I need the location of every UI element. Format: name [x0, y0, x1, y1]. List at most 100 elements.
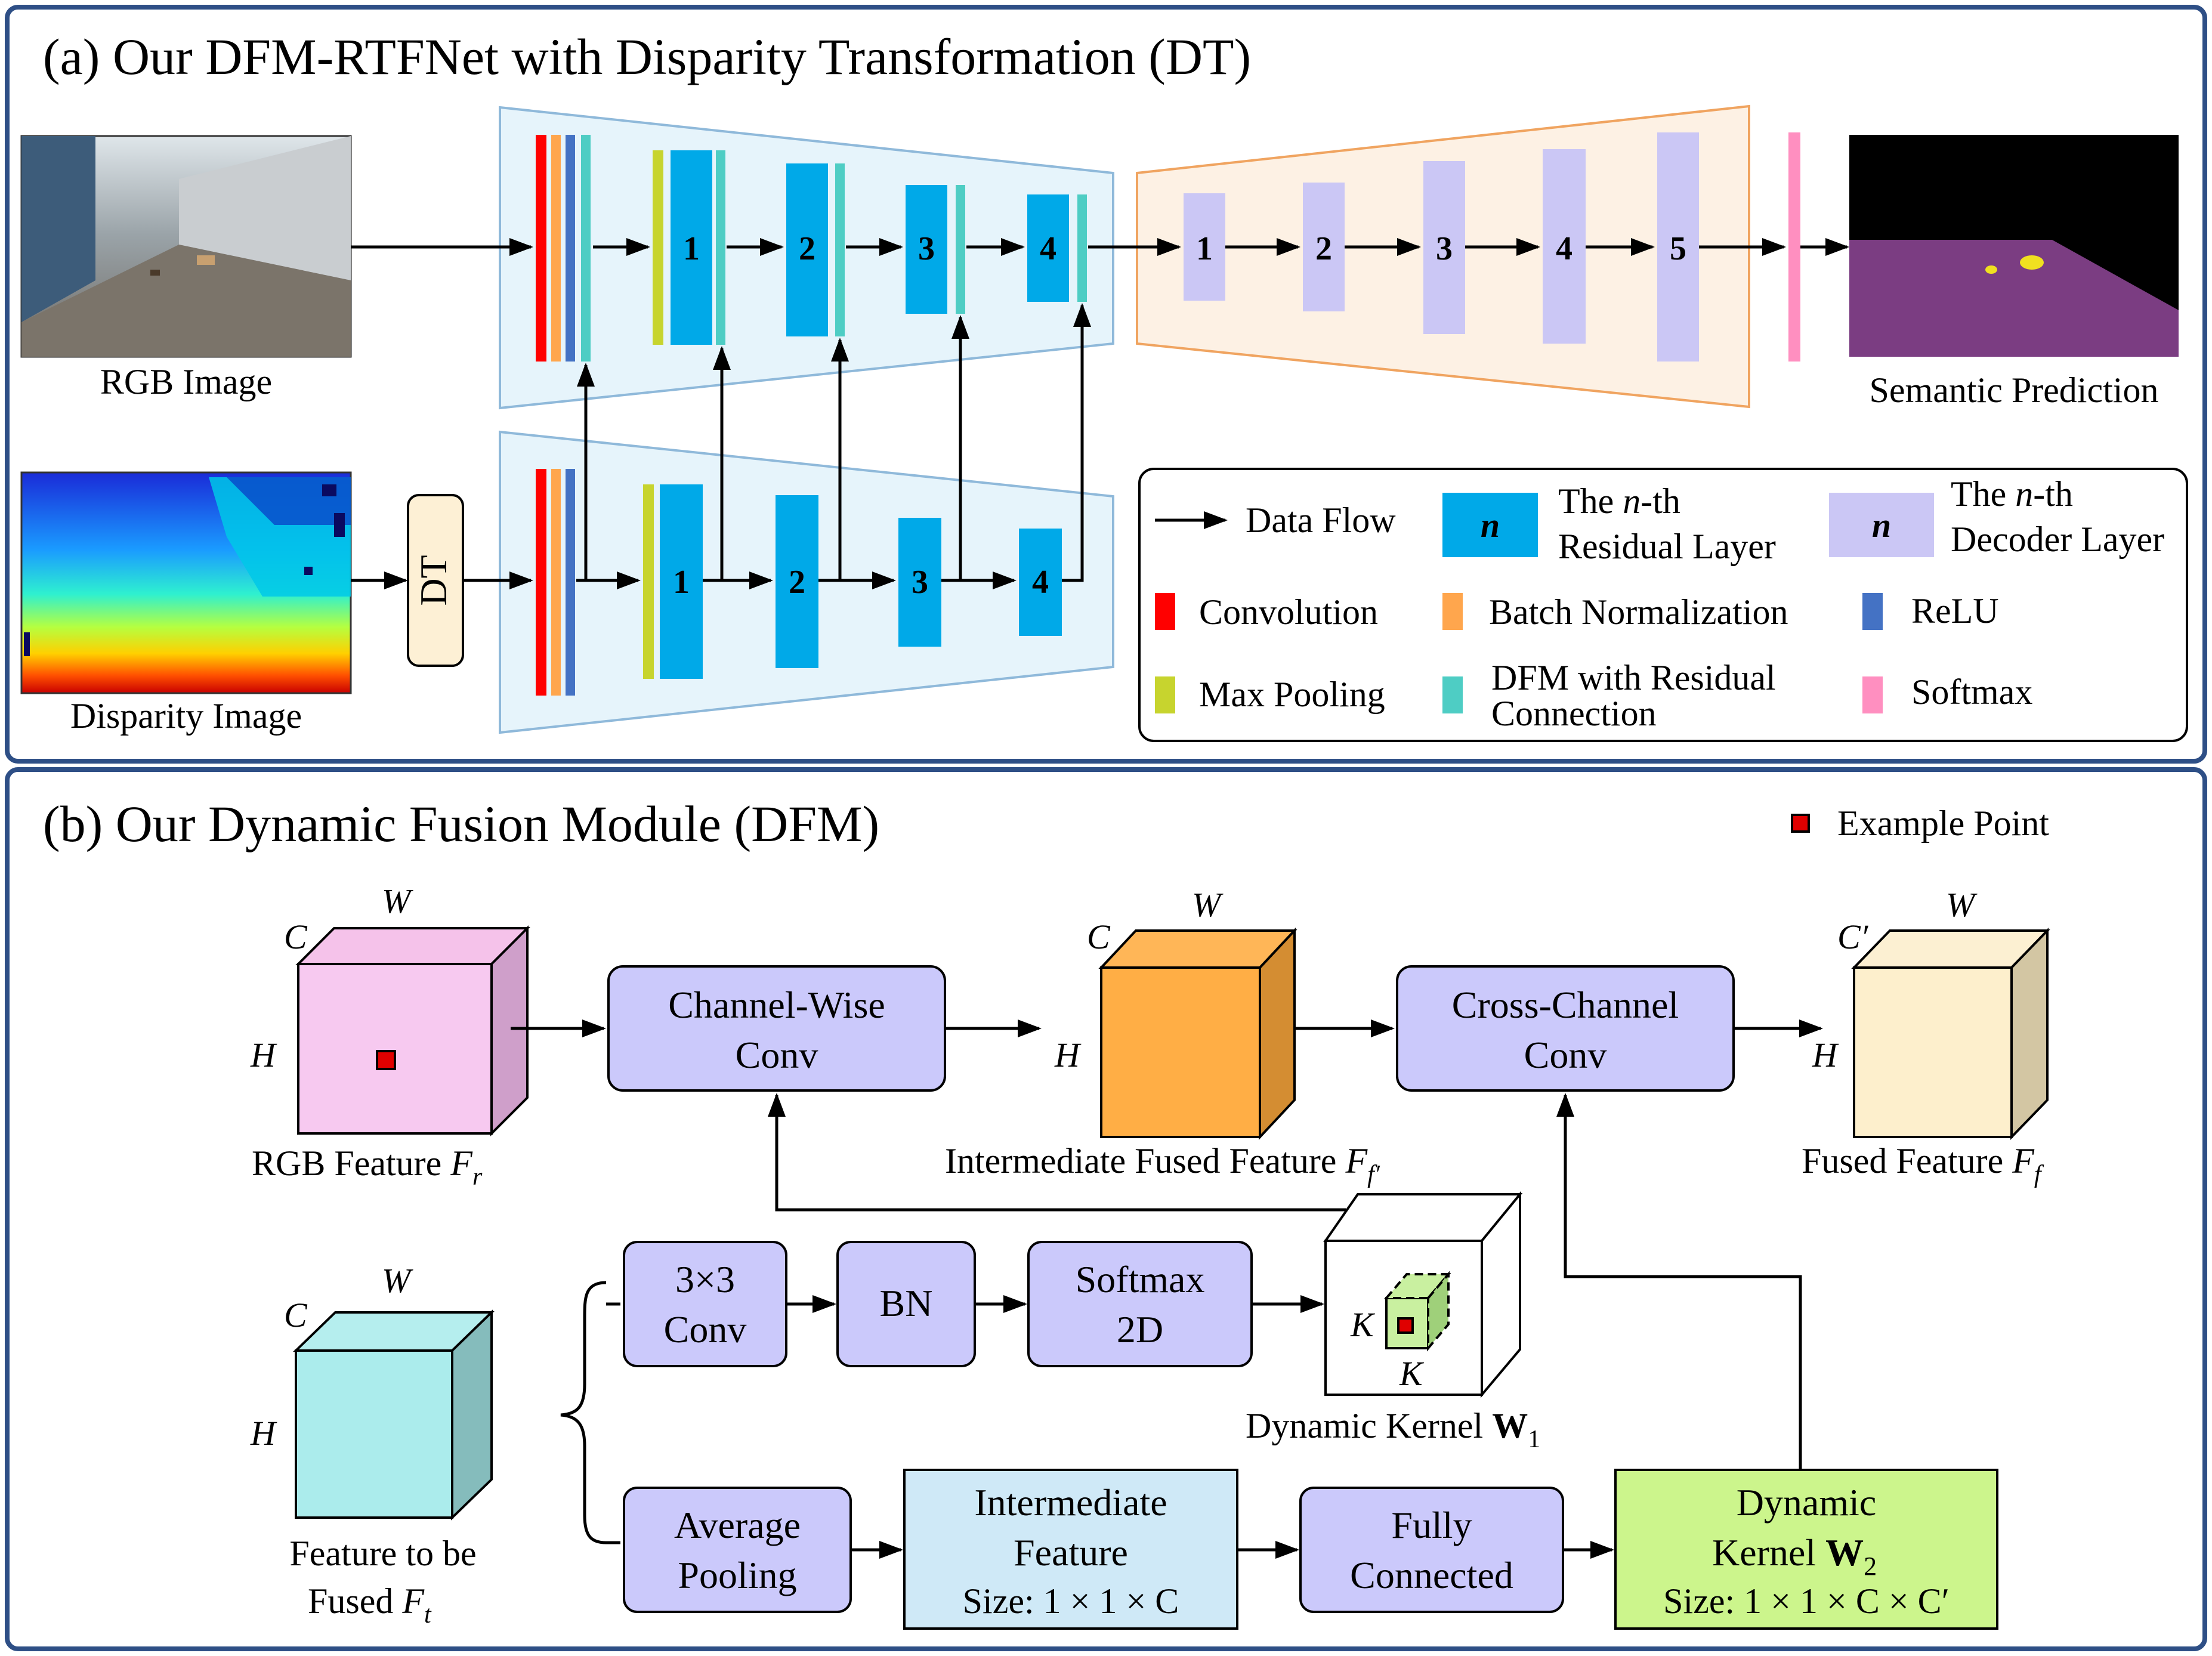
fused-feature-h: H — [1812, 1036, 1839, 1074]
svg-text:Data Flow: Data Flow — [1246, 500, 1396, 540]
svg-text:n: n — [1481, 506, 1500, 545]
rgb-maxpool-bar — [653, 150, 663, 345]
decoder-layer-3 — [1423, 161, 1465, 334]
panel-a-title: (a) Our DFM-RTFNet with Disparity Transf… — [43, 28, 1251, 85]
legend-residual-layer: n The n-th Residual Layer — [1442, 481, 1776, 566]
fully-connected-line1: Fully — [1391, 1504, 1472, 1546]
softmax-bar — [1788, 132, 1800, 362]
rgb-feature-label: RGB Feature Fr — [252, 1144, 483, 1191]
intermediate-fused-label: Intermediate Fused Feature Ff′ — [945, 1141, 1380, 1188]
svg-text:Batch Normalization: Batch Normalization — [1489, 592, 1788, 632]
legend-batch-normalization: Batch Normalization — [1442, 592, 1788, 632]
dynamic-kernel-w2-line1: Dynamic — [1737, 1481, 1877, 1524]
svg-text:Residual Layer: Residual Layer — [1558, 527, 1776, 566]
rgb-bn-bar — [551, 135, 561, 362]
svg-text:The n-th: The n-th — [1558, 481, 1680, 521]
intermediate-fused-cube — [1098, 927, 1297, 1141]
decoder-layer-1 — [1184, 193, 1225, 301]
feature-tbf-line1: Feature to be — [289, 1534, 476, 1573]
fused-feature-label: Fused Feature Ff — [1802, 1141, 2044, 1188]
rgb-residual-2 — [786, 163, 828, 336]
svg-text:DFM with Residual: DFM with Residual — [1491, 658, 1776, 697]
rgb-residual-1-num: 1 — [683, 230, 700, 267]
legend-decoder-layer: n The n-th Decoder Layer — [1829, 474, 2164, 559]
conv3x3-line1: 3×3 — [675, 1258, 735, 1300]
dynamic-kernel-w1-k2: K — [1399, 1354, 1425, 1393]
dynamic-kernel-w2-size: Size: 1 × 1 × C × C′ — [1663, 1581, 1950, 1621]
rgb-residual-3 — [906, 185, 947, 314]
svg-text:Decoder Layer: Decoder Layer — [1951, 520, 2164, 559]
intermediate-feature-block — [903, 1469, 1238, 1630]
disp-residual-2-num: 2 — [789, 564, 805, 601]
rgb-residual-4 — [1027, 194, 1069, 302]
rgb-relu-bar — [566, 135, 575, 362]
intermediate-feature-line1: Intermediate — [974, 1481, 1167, 1524]
rgb-dfm-bar-0 — [581, 135, 591, 362]
legend-relu: ReLU — [1862, 591, 1999, 631]
feature-to-be-fused-cube — [293, 1309, 495, 1521]
disp-residual-3 — [898, 518, 941, 647]
conv3x3-line2: Conv — [664, 1308, 747, 1351]
intermediate-fused-h: H — [1054, 1036, 1082, 1074]
disp-relu-bar — [566, 469, 575, 696]
cross-channel-conv-line1: Cross-Channel — [1452, 984, 1679, 1026]
intermediate-feature-line2: Feature — [1014, 1531, 1128, 1574]
decoder-layer-2 — [1303, 183, 1345, 311]
fused-feature-w: W — [1946, 885, 1978, 924]
softmax2d-line1: Softmax — [1076, 1258, 1205, 1300]
svg-text:n: n — [1872, 506, 1891, 545]
disparity-image-label: Disparity Image — [70, 696, 302, 736]
rgb-image-label: RGB Image — [100, 362, 272, 401]
rgb-dfm-bar-2 — [835, 163, 845, 336]
disp-maxpool-bar — [643, 484, 654, 679]
bn-label: BN — [880, 1282, 933, 1324]
feature-tbf-w: W — [382, 1261, 413, 1300]
dt-label: DT — [412, 555, 455, 605]
rgb-residual-1 — [671, 150, 712, 345]
intermediate-fused-w: W — [1192, 885, 1224, 924]
average-pooling-line2: Pooling — [678, 1554, 796, 1596]
fully-connected-line2: Connected — [1350, 1554, 1513, 1596]
rgb-dfm-bar-1 — [716, 150, 725, 345]
dynamic-kernel-w2-line2: Kernel W2 — [1712, 1531, 1877, 1581]
panel-b-title: (b) Our Dynamic Fusion Module (DFM) — [43, 795, 879, 852]
fused-feature-c: C′ — [1837, 917, 1869, 956]
softmax2d-line2: 2D — [1117, 1308, 1163, 1351]
rgb-residual-3-num: 3 — [918, 230, 935, 267]
legend-data-flow: Data Flow — [1155, 500, 1396, 540]
rgb-residual-2-num: 2 — [799, 230, 815, 267]
disp-residual-3-num: 3 — [912, 564, 928, 601]
rgb-residual-4-num: 4 — [1040, 230, 1056, 267]
svg-text:Connection: Connection — [1491, 694, 1657, 733]
rgb-feature-w: W — [382, 882, 413, 920]
decoder-layer-2-num: 2 — [1315, 230, 1332, 267]
legend-max-pooling: Max Pooling — [1155, 675, 1385, 714]
channel-wise-conv-line2: Conv — [736, 1034, 818, 1076]
svg-text:Softmax: Softmax — [1911, 672, 2032, 712]
decoder-layer-5 — [1657, 132, 1699, 362]
rgb-feature-cube — [295, 925, 530, 1136]
example-point-legend: Example Point — [1791, 804, 2049, 843]
disp-residual-1 — [660, 484, 703, 679]
semantic-prediction-image — [1849, 135, 2179, 357]
svg-text:The n-th: The n-th — [1951, 474, 2073, 514]
rgb-conv-bar — [536, 135, 546, 362]
panel-b-frame — [5, 767, 2207, 1651]
legend-dfm: DFM with Residual Connection — [1442, 658, 1776, 733]
channel-wise-conv-line1: Channel-Wise — [668, 984, 885, 1026]
disp-residual-2 — [776, 495, 818, 668]
dynamic-kernel-w1-cube — [1323, 1191, 1523, 1398]
svg-text:Example Point: Example Point — [1837, 804, 2049, 843]
decoder-layer-4 — [1543, 149, 1586, 344]
svg-text:Max Pooling: Max Pooling — [1199, 675, 1385, 714]
disparity-image — [20, 471, 352, 694]
rgb-dfm-bar-3 — [956, 185, 965, 314]
disp-residual-4 — [1019, 529, 1062, 636]
dynamic-kernel-w1-k1: K — [1350, 1305, 1376, 1344]
intermediate-feature-size: Size: 1 × 1 × C — [963, 1581, 1179, 1621]
feature-tbf-c: C — [284, 1296, 308, 1334]
disp-conv-bar — [536, 469, 546, 696]
disp-residual-1-num: 1 — [673, 564, 690, 601]
panel-b-data-flow — [511, 1019, 1823, 1559]
